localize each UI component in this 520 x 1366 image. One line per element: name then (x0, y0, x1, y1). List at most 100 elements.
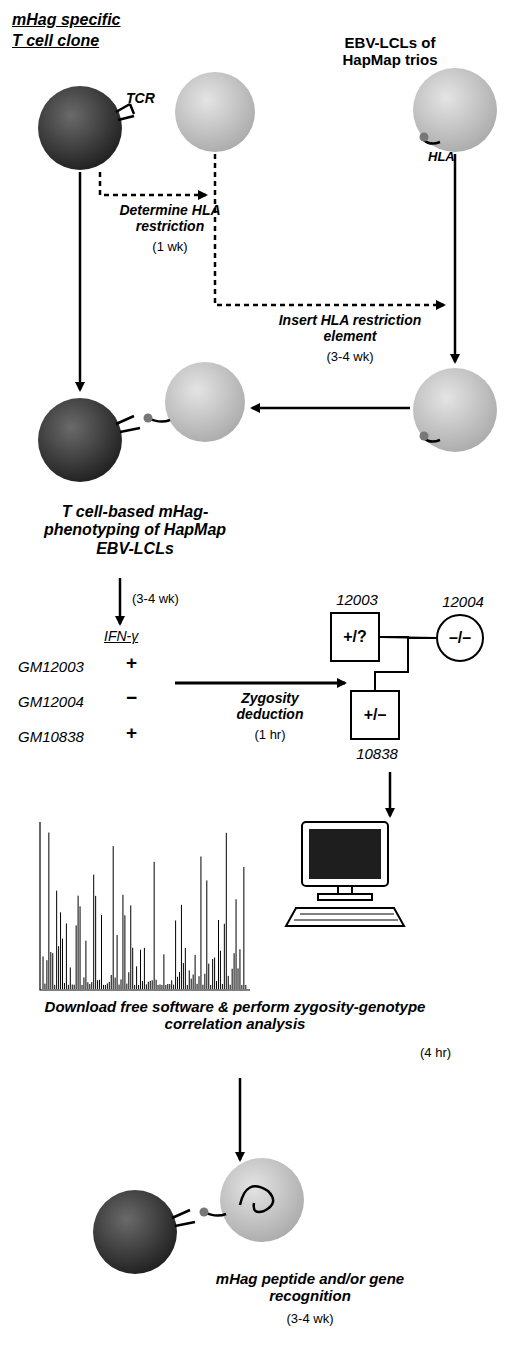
plot-bar (62, 939, 63, 989)
plot-bar (119, 985, 120, 989)
plot-bar (132, 948, 133, 989)
lcl-cell (165, 362, 245, 442)
plot-bar (134, 985, 135, 989)
plot-bar (66, 923, 67, 989)
plot-bar (243, 867, 244, 989)
plot-bar (181, 905, 182, 989)
text-label: + (126, 652, 146, 674)
plot-bar (128, 972, 129, 989)
plot-bar (43, 956, 44, 989)
pedigree-id: 10838 (337, 745, 417, 762)
plot-bar (80, 906, 81, 989)
plot-bar (241, 985, 242, 989)
plot-bar (160, 984, 161, 989)
pedigree-line (380, 637, 436, 638)
plot-bar (173, 985, 174, 989)
plot-bar (199, 976, 200, 989)
plot-bar (154, 862, 155, 989)
text-label: GM10838 (18, 728, 108, 745)
plot-bar (161, 985, 162, 989)
dashed-arrow (215, 154, 444, 305)
text-label: (3-4 wk) (265, 350, 435, 365)
solid-arrow (175, 682, 345, 685)
plot-bar (144, 948, 145, 989)
text-label: + (126, 722, 146, 744)
text-label: TCR (126, 90, 176, 106)
plot-bar (122, 895, 123, 989)
plot-bar (52, 953, 53, 989)
text-label: (4 hr) (420, 1046, 490, 1061)
plot-bar (200, 856, 201, 989)
pedigree-id: 12003 (317, 591, 397, 608)
plot-bar (230, 985, 231, 989)
computer-icon (286, 822, 404, 926)
peptide-symbol (240, 1186, 273, 1212)
plot-bar (89, 984, 90, 989)
plot-bar (124, 915, 125, 989)
plot-bar (167, 984, 168, 989)
lcl-cell (413, 368, 497, 452)
plot-bar (82, 985, 83, 989)
hla-symbol (144, 414, 153, 423)
plot-bar (148, 982, 149, 989)
plot-bar (44, 984, 45, 989)
text-label: Download free software & perform zygosit… (30, 998, 440, 1033)
plot-bar (210, 985, 211, 989)
plot-bar (78, 896, 79, 989)
plot-bar (202, 985, 203, 989)
plot-bar (239, 949, 240, 989)
plot-bar (228, 976, 229, 989)
plot-bar (175, 920, 176, 989)
plot-bar (185, 948, 186, 989)
hla-symbol (420, 133, 429, 142)
plot-bar (130, 905, 131, 989)
plot-bar (87, 982, 88, 989)
plot-bar (142, 981, 143, 989)
plot-bar (83, 977, 84, 989)
plot-bar (54, 985, 55, 989)
plot-bar (50, 952, 51, 989)
plot-bar (193, 974, 194, 989)
solid-arrow (454, 154, 457, 362)
plot-bar (91, 982, 92, 989)
association-plot (40, 822, 250, 990)
plot-bar (169, 984, 170, 989)
pedigree-male: 12003+/? (330, 612, 380, 662)
text-label: HLA (428, 150, 478, 165)
text-label: (3-4 wk) (205, 1312, 415, 1327)
plot-bar (72, 985, 73, 989)
plot-bar (187, 985, 188, 989)
plot-bar (234, 953, 235, 989)
solid-arrow (79, 172, 82, 390)
plot-bar (58, 946, 59, 989)
dashed-arrow (100, 172, 206, 195)
plot-bar (177, 977, 178, 989)
plot-bar (232, 969, 233, 989)
tcr-symbol (116, 416, 140, 432)
figure-title: mHag specific T cell clone (12, 10, 134, 52)
plot-bar (68, 985, 69, 989)
hla-symbol (420, 432, 429, 441)
plot-bar (220, 951, 221, 989)
plot-bar (109, 982, 110, 989)
plot-bar (93, 875, 94, 989)
plot-bar (105, 985, 106, 989)
plot-bar (140, 950, 141, 989)
lcl-cell (175, 72, 255, 152)
zygosity-text: –/– (449, 629, 471, 647)
plot-bar (206, 880, 207, 989)
plot-bar (117, 935, 118, 989)
plot-bar (121, 979, 122, 989)
text-label: Zygosity deduction (215, 690, 325, 722)
pedigree-female: 12004–/– (436, 614, 484, 662)
text-label: GM12003 (18, 658, 108, 675)
solid-arrow (389, 772, 392, 816)
plot-bar (197, 984, 198, 989)
plot-bar (212, 959, 213, 989)
plot-bar (150, 981, 151, 989)
text-label: − (126, 687, 146, 709)
plot-bar (70, 967, 71, 989)
plot-bar (191, 979, 192, 989)
plot-bar (214, 958, 215, 989)
